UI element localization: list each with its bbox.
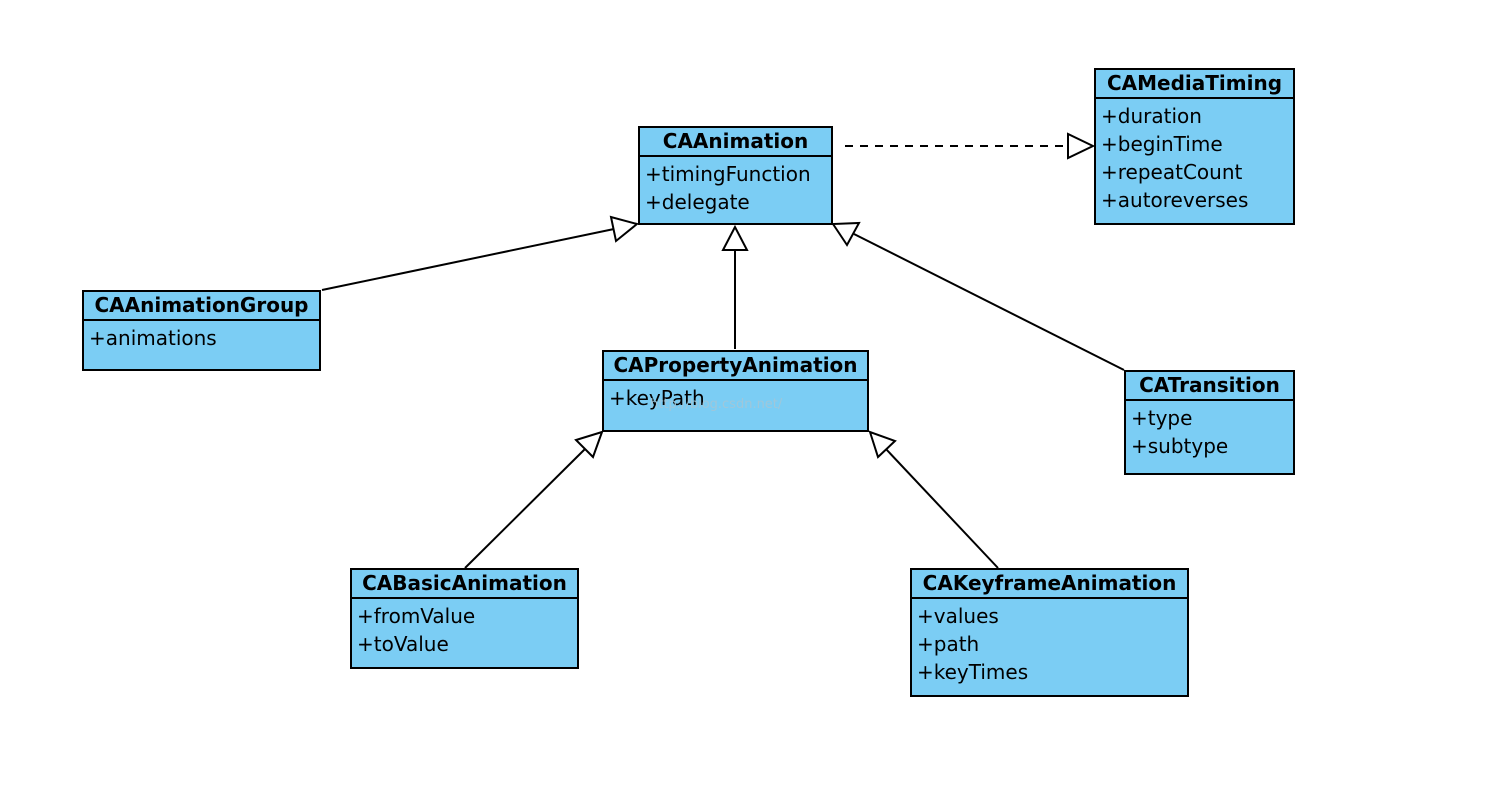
class-cakeyframeanimation[interactable]: CAKeyframeAnimation +values +path +keyTi… bbox=[910, 568, 1189, 697]
attribute-list: +duration +beginTime +repeatCount +autor… bbox=[1096, 99, 1293, 214]
generalization-capropertyanimation-caanimation bbox=[721, 224, 749, 349]
class-name: CAMediaTiming bbox=[1096, 70, 1293, 99]
class-name: CAPropertyAnimation bbox=[604, 352, 867, 381]
attribute: +toValue bbox=[357, 632, 449, 656]
attribute: +beginTime bbox=[1101, 132, 1223, 156]
attribute: +type bbox=[1131, 406, 1193, 430]
attribute: +path bbox=[917, 632, 980, 656]
class-caanimation[interactable]: CAAnimation +timingFunction +delegate bbox=[638, 126, 833, 225]
attribute: +delegate bbox=[645, 190, 750, 214]
attribute-list: +type +subtype bbox=[1126, 401, 1293, 460]
attribute: +repeatCount bbox=[1101, 160, 1243, 184]
class-cabasicanimation[interactable]: CABasicAnimation +fromValue +toValue bbox=[350, 568, 579, 669]
class-name: CABasicAnimation bbox=[352, 570, 577, 599]
attribute-list: +animations bbox=[84, 321, 319, 352]
attribute: +autoreverses bbox=[1101, 188, 1249, 212]
class-catransition[interactable]: CATransition +type +subtype bbox=[1124, 370, 1295, 475]
attribute-list: +timingFunction +delegate bbox=[640, 157, 831, 216]
class-caanimationgroup[interactable]: CAAnimationGroup +animations bbox=[82, 290, 321, 371]
attribute: +keyTimes bbox=[917, 660, 1029, 684]
generalization-catransition-caanimation bbox=[831, 221, 1125, 371]
generalization-cakeyframeanimation-capropertyanimation bbox=[868, 430, 999, 569]
attribute-list: +values +path +keyTimes bbox=[912, 599, 1187, 686]
attribute: +subtype bbox=[1131, 434, 1229, 458]
class-name: CAKeyframeAnimation bbox=[912, 570, 1187, 599]
attribute: +animations bbox=[89, 326, 217, 350]
class-name: CATransition bbox=[1126, 372, 1293, 401]
class-name: CAAnimation bbox=[640, 128, 831, 157]
attribute: +keyPath bbox=[609, 386, 705, 410]
realization-caanimation-camediatiming bbox=[845, 132, 1096, 160]
class-name: CAAnimationGroup bbox=[84, 292, 319, 321]
attribute: +timingFunction bbox=[645, 162, 811, 186]
attribute-list: +fromValue +toValue bbox=[352, 599, 577, 658]
attribute: +fromValue bbox=[357, 604, 476, 628]
class-camediatiming[interactable]: CAMediaTiming +duration +beginTime +repe… bbox=[1094, 68, 1295, 225]
watermark: http://blog.csdn.net/ bbox=[650, 397, 783, 412]
generalization-caanimationgroup-caanimation bbox=[321, 215, 640, 291]
attribute: +values bbox=[917, 604, 999, 628]
class-capropertyanimation[interactable]: CAPropertyAnimation +keyPath bbox=[602, 350, 869, 432]
attribute: +duration bbox=[1101, 104, 1202, 128]
attribute-list: +keyPath bbox=[604, 381, 867, 412]
generalization-cabasicanimation-capropertyanimation bbox=[464, 430, 604, 569]
